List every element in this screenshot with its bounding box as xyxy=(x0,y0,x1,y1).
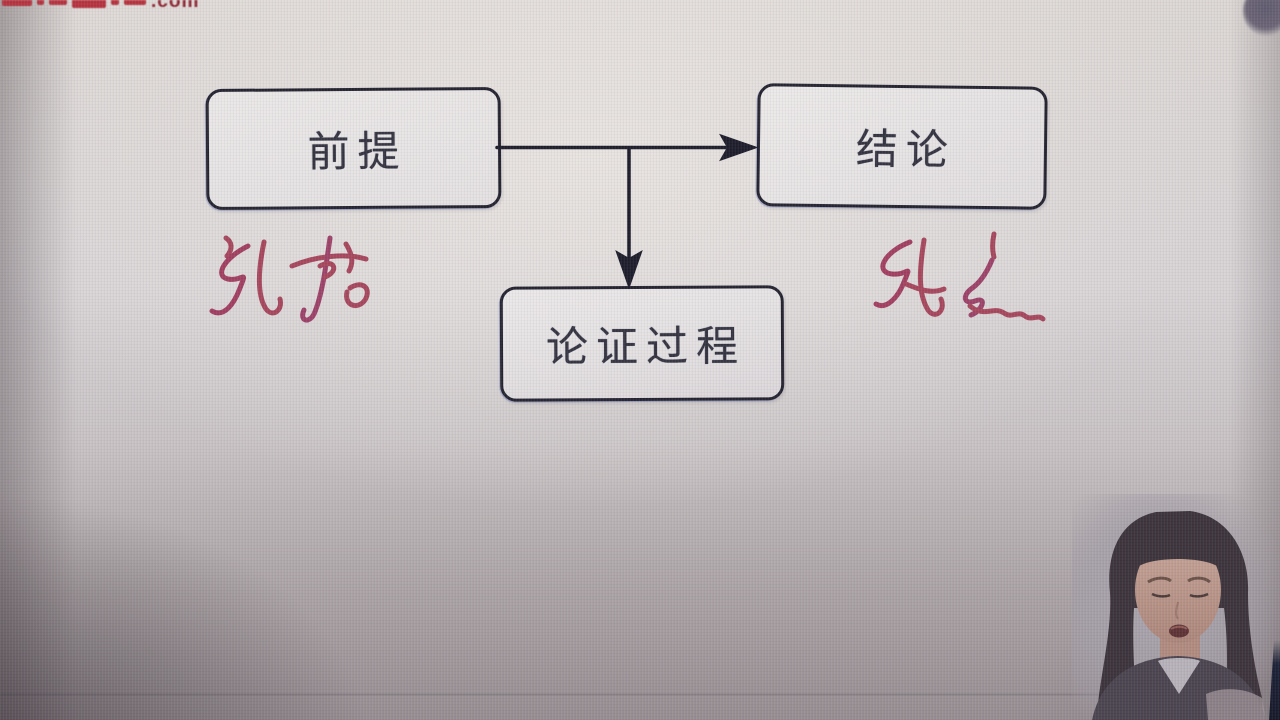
inner-shirt xyxy=(1158,658,1200,694)
nose xyxy=(1175,601,1179,620)
left-eye xyxy=(1151,592,1171,598)
arrowhead-down-icon xyxy=(615,250,643,290)
logo-glyph-fragment xyxy=(37,0,44,5)
upper-lip xyxy=(1170,625,1188,630)
instructor-webcam-overlay xyxy=(1072,494,1280,720)
fringe xyxy=(1136,522,1220,568)
arrowhead-right-icon xyxy=(719,133,759,162)
clothing-highlight xyxy=(1206,689,1266,720)
logo-dotcom-text: .com xyxy=(151,0,200,12)
handwriting-strokes xyxy=(873,231,1046,322)
right-eyebrow xyxy=(1187,576,1211,584)
logo-glyph-fragment xyxy=(49,0,67,5)
handwriting-strokes xyxy=(209,235,370,323)
screen-edge-strip xyxy=(1269,640,1280,720)
logo-glyph-fragment xyxy=(124,0,146,5)
logo-glyph-fragment xyxy=(72,0,106,8)
logo-glyph-fragment xyxy=(2,0,32,6)
slide-bottom-edge-line xyxy=(0,694,1245,695)
left-eyebrow xyxy=(1147,576,1172,584)
right-eye xyxy=(1189,592,1209,598)
face xyxy=(1135,537,1221,643)
instructor-portrait xyxy=(1072,494,1280,720)
site-watermark-logo: .com xyxy=(2,0,202,13)
logo-glyph-fragment xyxy=(111,0,119,5)
